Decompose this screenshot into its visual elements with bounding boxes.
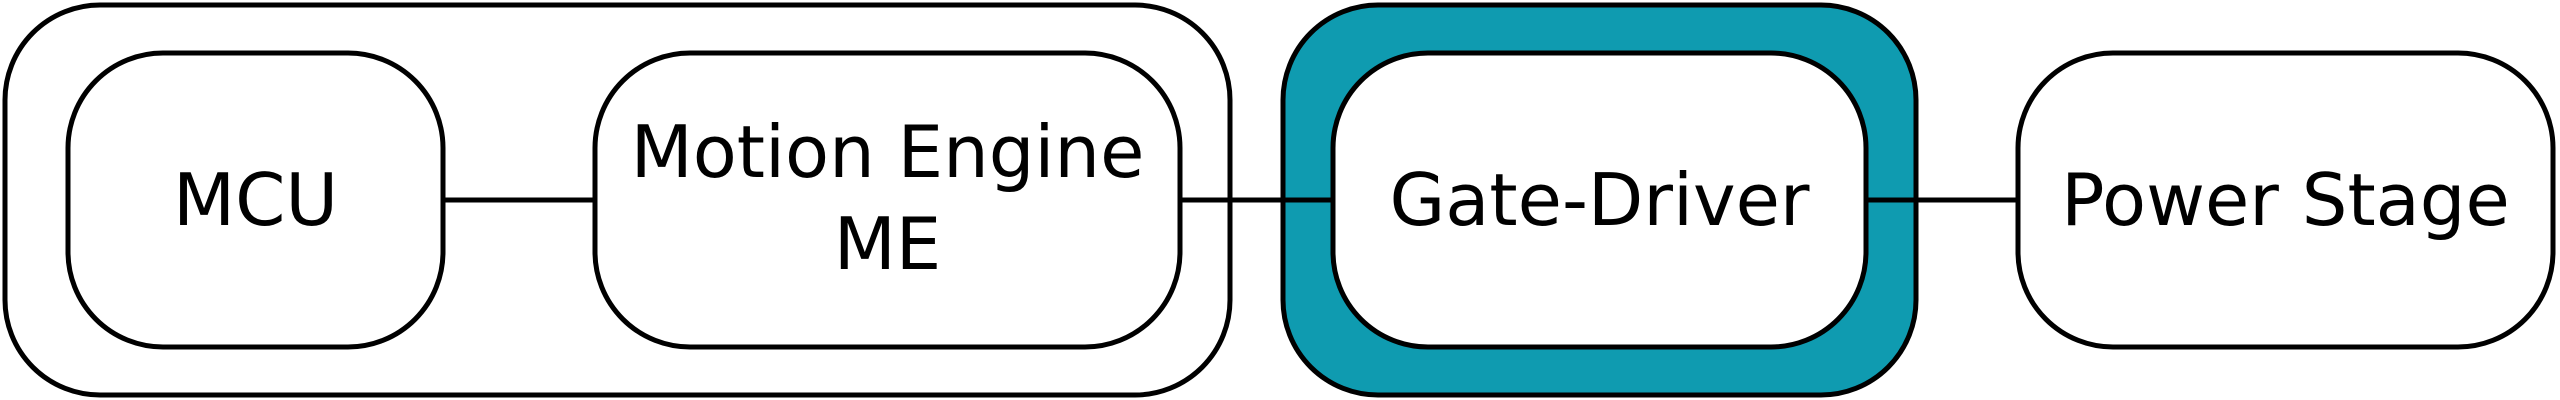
gate-driver-block[interactable]: Gate-Driver bbox=[1330, 50, 1869, 350]
motion-engine-block[interactable]: Motion Engine ME bbox=[592, 50, 1183, 350]
motion-engine-block-box bbox=[592, 50, 1183, 350]
gate-driver-block-box bbox=[1330, 50, 1869, 350]
power-stage-block[interactable]: Power Stage bbox=[2015, 50, 2556, 350]
gate-driver-label: Gate-Driver bbox=[1390, 158, 1810, 242]
motion-engine-label-line1: Motion Engine bbox=[631, 110, 1145, 194]
power-stage-block-box bbox=[2015, 50, 2556, 350]
power-stage-label: Power Stage bbox=[2061, 158, 2510, 242]
motion-engine-label-line2: ME bbox=[834, 202, 942, 286]
mcu-block-box bbox=[65, 50, 446, 350]
mcu-label: MCU bbox=[173, 158, 338, 242]
mcu-block[interactable]: MCU bbox=[65, 50, 446, 350]
